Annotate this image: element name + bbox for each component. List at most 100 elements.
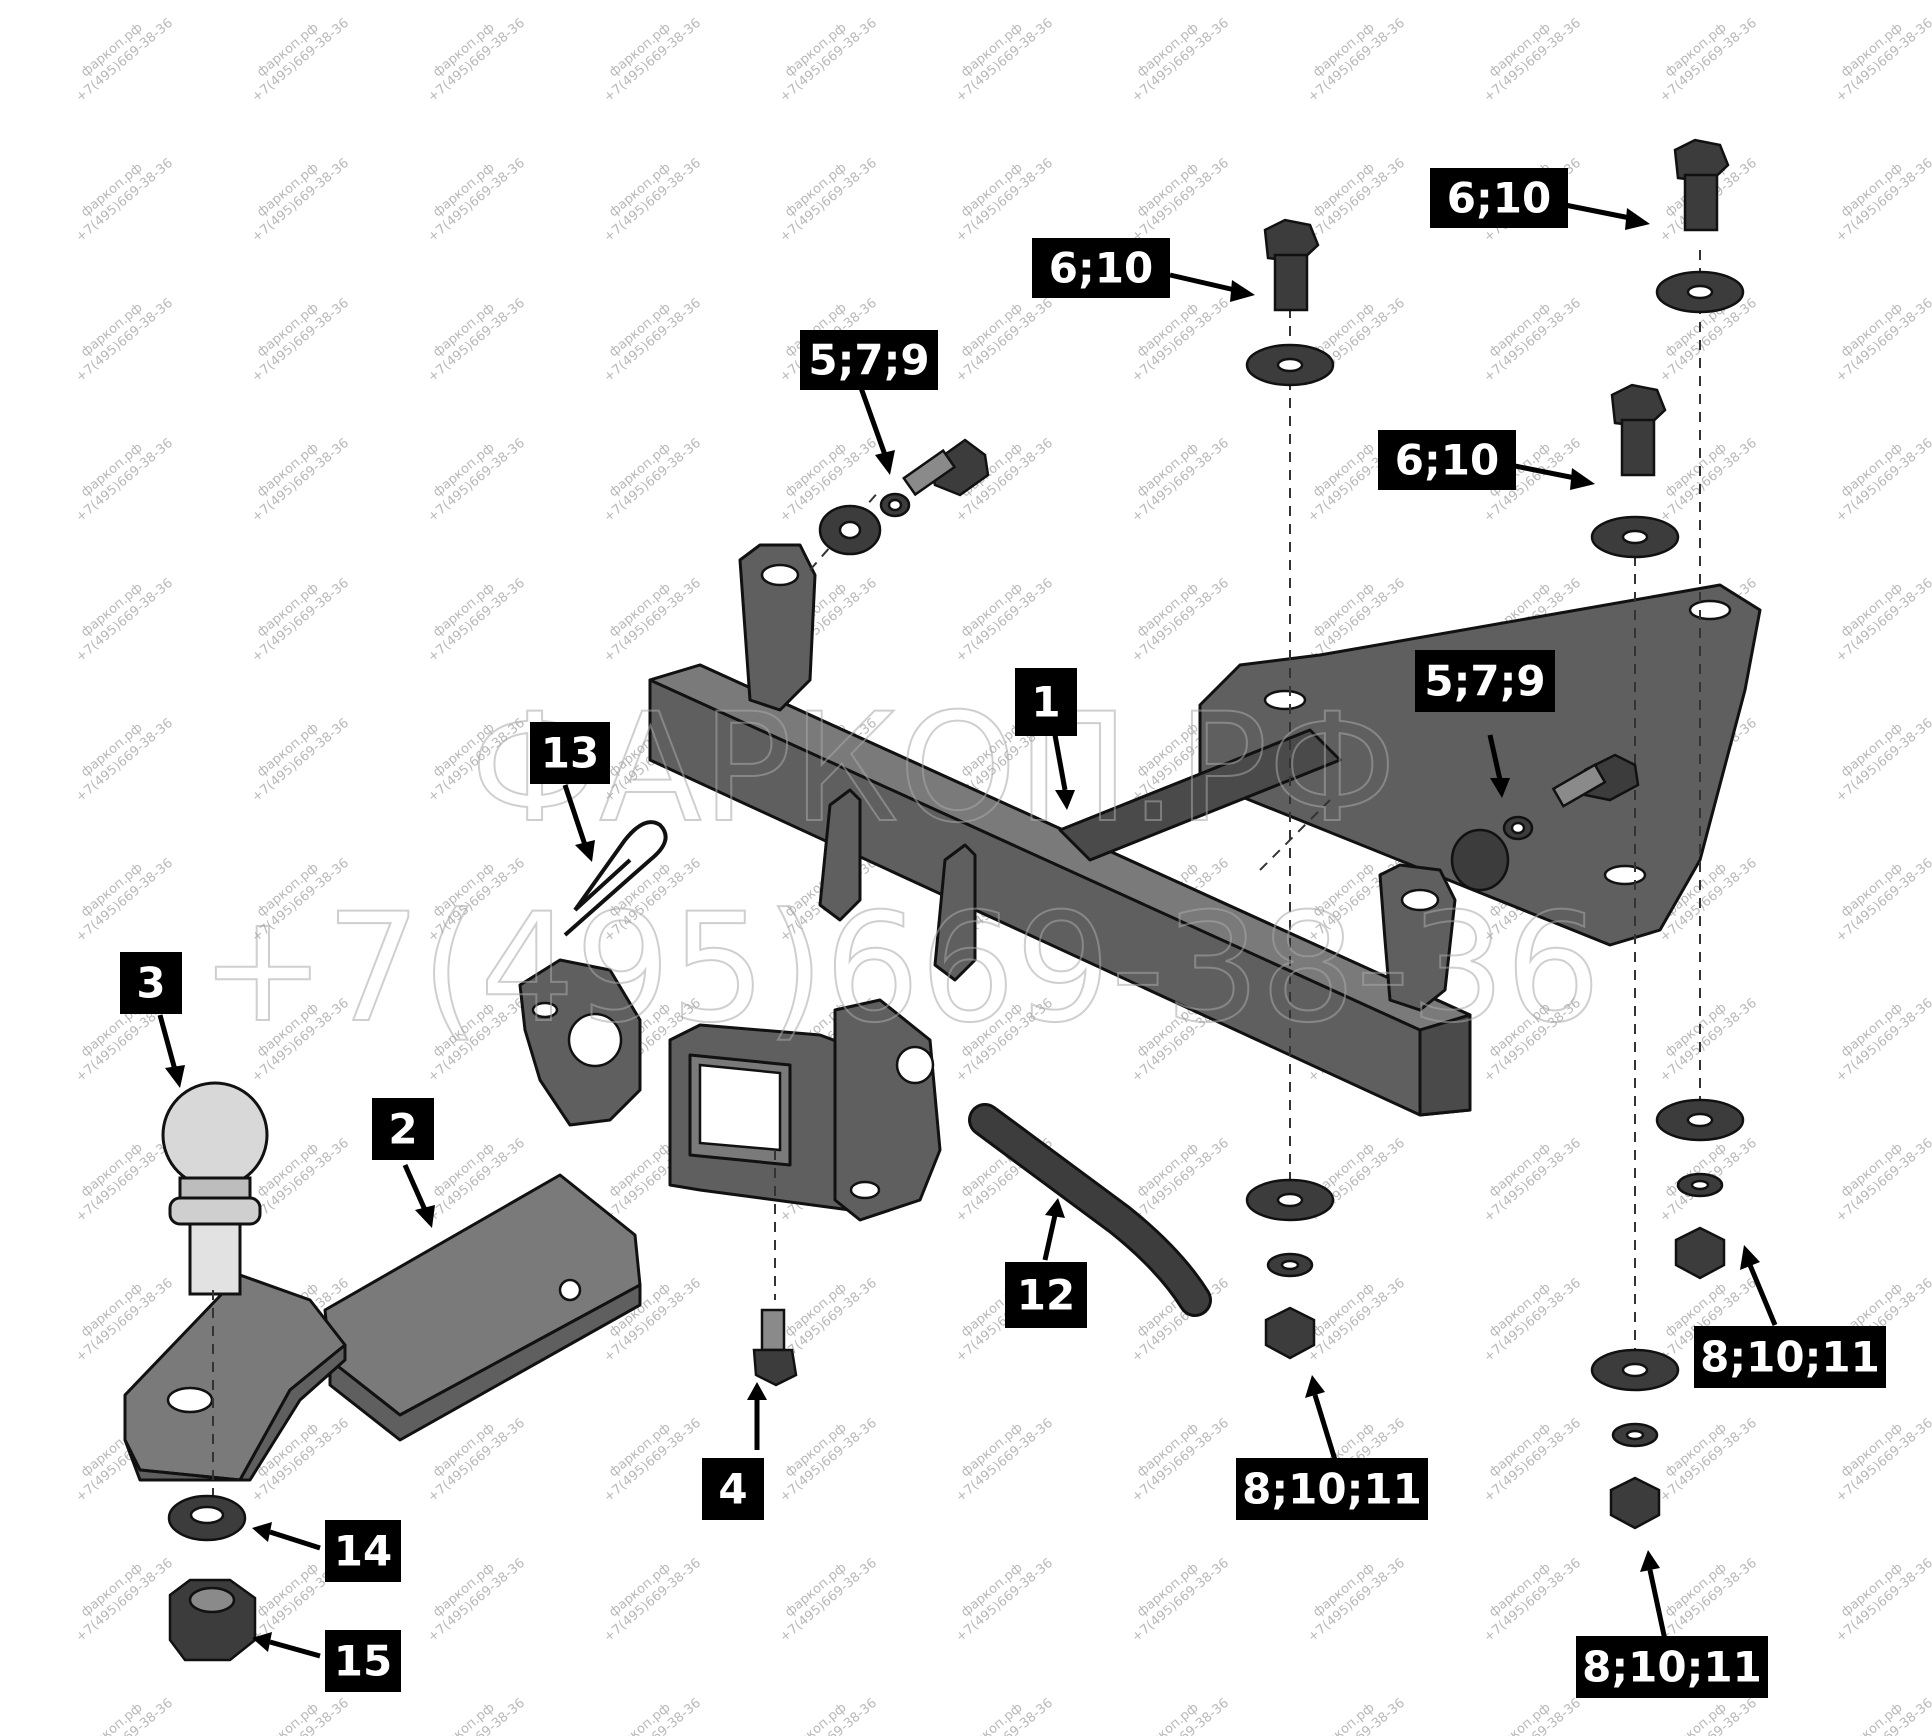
watermark-tile: фаркоп.рф+7(495)669-38-36 <box>1119 1544 1232 1646</box>
bracket-slot-hole <box>1688 599 1732 621</box>
watermark-tile: фаркоп.рф+7(495)669-38-36 <box>1471 1264 1584 1366</box>
callout-8-10-11-a: 8;10;11 <box>1236 1458 1428 1520</box>
watermark-tile: фаркоп.рф+7(495)669-38-36 <box>1823 984 1932 1086</box>
callout-5-7-9-right: 5;7;9 <box>1415 650 1555 712</box>
watermark-tile: фаркоп.рф+7(495)669-38-36 <box>415 564 528 666</box>
callout-arrows <box>157 202 1778 1659</box>
watermark-tile: фаркоп.рф+7(495)669-38-36 <box>1823 564 1932 666</box>
svg-text:8;10;11: 8;10;11 <box>1242 1465 1422 1514</box>
watermark-tile: фаркоп.рф+7(495)669-38-36 <box>415 144 528 246</box>
watermark-tile: фаркоп.рф+7(495)669-38-36 <box>1471 1544 1584 1646</box>
watermark-tile: фаркоп.рф+7(495)669-38-36 <box>1471 1124 1584 1226</box>
watermark-tile: фаркоп.рф+7(495)669-38-36 <box>1823 424 1932 526</box>
hairpin-clip-part-13 <box>563 820 668 937</box>
svg-text:1: 1 <box>1031 678 1060 727</box>
svg-text:3: 3 <box>136 959 165 1008</box>
callout-14: 14 <box>325 1520 401 1582</box>
nut-stack-8-10-11-b <box>1655 1098 1745 1280</box>
watermark-tile: фаркоп.рф+7(495)669-38-36 <box>63 704 176 806</box>
nut-stack-8-10-11-a <box>1245 1178 1335 1360</box>
watermark-tile: фаркоп.рф+7(495)669-38-36 <box>591 4 704 106</box>
watermark-tile: фаркоп.рф+7(495)669-38-36 <box>1119 424 1232 526</box>
watermark-tile: фаркоп.рф+7(495)669-38-36 <box>63 4 176 106</box>
watermark-tile: фаркоп.рф+7(495)669-38-36 <box>943 144 1056 246</box>
svg-text:8;10;11: 8;10;11 <box>1582 1643 1762 1692</box>
watermark-tile: фаркоп.рф+7(495)669-38-36 <box>239 144 352 246</box>
watermark-tile: фаркоп.рф+7(495)669-38-36 <box>1823 1404 1932 1506</box>
watermark-tile: фаркоп.рф+7(495)669-38-36 <box>1471 1404 1584 1506</box>
callout-6-10-a: 6;10 <box>1032 238 1170 298</box>
watermark-tile: фаркоп.рф+7(495)669-38-36 <box>1823 1684 1932 1736</box>
callout-5-7-9-upper: 5;7;9 <box>800 330 938 390</box>
watermark-tile: фаркоп.рф+7(495)669-38-36 <box>415 4 528 106</box>
mount-pin-hole <box>558 1278 582 1302</box>
svg-text:14: 14 <box>334 1527 392 1576</box>
svg-text:6;10: 6;10 <box>1049 244 1153 293</box>
svg-text:5;7;9: 5;7;9 <box>808 336 929 385</box>
watermark-tile: фаркоп.рф+7(495)669-38-36 <box>943 1684 1056 1736</box>
watermark-tile: фаркоп.рф+7(495)669-38-36 <box>63 284 176 386</box>
watermark-tile: фаркоп.рф+7(495)669-38-36 <box>1119 4 1232 106</box>
watermark-tile: фаркоп.рф+7(495)669-38-36 <box>63 1124 176 1226</box>
watermark-tile: фаркоп.рф+7(495)669-38-36 <box>591 1404 704 1506</box>
watermark-tile: фаркоп.рф+7(495)669-38-36 <box>415 284 528 386</box>
watermark-tile: фаркоп.рф+7(495)669-38-36 <box>1823 1544 1932 1646</box>
watermark-tile: фаркоп.рф+7(495)669-38-36 <box>1823 4 1932 106</box>
svg-text:13: 13 <box>541 729 599 778</box>
watermark-tile: фаркоп.рф+7(495)669-38-36 <box>415 1544 528 1646</box>
watermark-tile: фаркоп.рф+7(495)669-38-36 <box>767 144 880 246</box>
lock-pin-part-12 <box>968 1103 1212 1317</box>
watermark-tile: фаркоп.рф+7(495)669-38-36 <box>1823 144 1932 246</box>
watermark-tile: фаркоп.рф+7(495)669-38-36 <box>1119 284 1232 386</box>
watermark-tile: фаркоп.рф+7(495)669-38-36 <box>1647 1404 1760 1506</box>
watermark-tile: фаркоп.рф+7(495)669-38-36 <box>63 564 176 666</box>
assembly-axis-lines <box>212 250 1701 1520</box>
callout-1: 1 <box>1015 668 1077 736</box>
svg-text:15: 15 <box>334 1637 392 1686</box>
watermark-tile: фаркоп.рф+7(495)669-38-36 <box>591 564 704 666</box>
watermark-tile: фаркоп.рф+7(495)669-38-36 <box>943 564 1056 666</box>
watermark-tile: фаркоп.рф+7(495)669-38-36 <box>591 424 704 526</box>
watermark-tile: фаркоп.рф+7(495)669-38-36 <box>1295 1264 1408 1366</box>
washer-part-14 <box>167 1494 247 1542</box>
watermark-tile: фаркоп.рф+7(495)669-38-36 <box>239 704 352 806</box>
socket-hole <box>531 1001 559 1019</box>
svg-text:ФАРКОП.РФ: ФАРКОП.РФ <box>470 682 1397 856</box>
callout-8-10-11-b: 8;10;11 <box>1694 1326 1886 1388</box>
hitch-frame-part-1 <box>518 543 1762 1222</box>
watermark-tile: фаркоп.рф+7(495)669-38-36 <box>591 144 704 246</box>
watermark-tile: фаркоп.рф+7(495)669-38-36 <box>1471 4 1584 106</box>
watermark-tile: фаркоп.рф+7(495)669-38-36 <box>1647 984 1760 1086</box>
watermark-tile: фаркоп.рф+7(495)669-38-36 <box>239 4 352 106</box>
callout-13: 13 <box>530 722 610 784</box>
bolt-part-4 <box>752 1308 798 1387</box>
watermark-tile: фаркоп.рф+7(495)669-38-36 <box>63 424 176 526</box>
svg-text:2: 2 <box>388 1105 417 1154</box>
bracket-slot-hole <box>1263 689 1307 711</box>
watermark-tile: фаркоп.рф+7(495)669-38-36 <box>1295 1544 1408 1646</box>
callout-6-10-b: 6;10 <box>1430 168 1568 228</box>
callout-15: 15 <box>325 1630 401 1692</box>
svg-text:8;10;11: 8;10;11 <box>1700 1333 1880 1382</box>
watermark-tile: фаркоп.рф+7(495)669-38-36 <box>1295 1684 1408 1736</box>
watermark-tile: фаркоп.рф+7(495)669-38-36 <box>591 1544 704 1646</box>
watermark-tile: фаркоп.рф+7(495)669-38-36 <box>415 1684 528 1736</box>
bolt-washer-6-10-a <box>1245 218 1335 387</box>
watermark-tile: фаркоп.рф+7(495)669-38-36 <box>1823 704 1932 806</box>
watermark-tile: фаркоп.рф+7(495)669-38-36 <box>1823 1124 1932 1226</box>
watermark-tile: фаркоп.рф+7(495)669-38-36 <box>239 564 352 666</box>
watermark-tile: фаркоп.рф+7(495)669-38-36 <box>1471 1684 1584 1736</box>
watermark-tile: фаркоп.рф+7(495)669-38-36 <box>63 844 176 946</box>
callout-4: 4 <box>702 1458 764 1520</box>
ball-seat-hole <box>166 1386 214 1414</box>
pin-hole <box>849 1180 881 1200</box>
watermark-tile: фаркоп.рф+7(495)669-38-36 <box>63 144 176 246</box>
watermark-tile: фаркоп.рф+7(495)669-38-36 <box>1119 1404 1232 1506</box>
watermark-tile: фаркоп.рф+7(495)669-38-36 <box>1647 424 1760 526</box>
socket-hole <box>567 1012 623 1068</box>
watermark-tile: фаркоп.рф+7(495)669-38-36 <box>415 424 528 526</box>
svg-text:6;10: 6;10 <box>1395 436 1499 485</box>
watermark-tile: фаркоп.рф+7(495)669-38-36 <box>1119 564 1232 666</box>
tow-ball-part-3 <box>161 1081 269 1296</box>
